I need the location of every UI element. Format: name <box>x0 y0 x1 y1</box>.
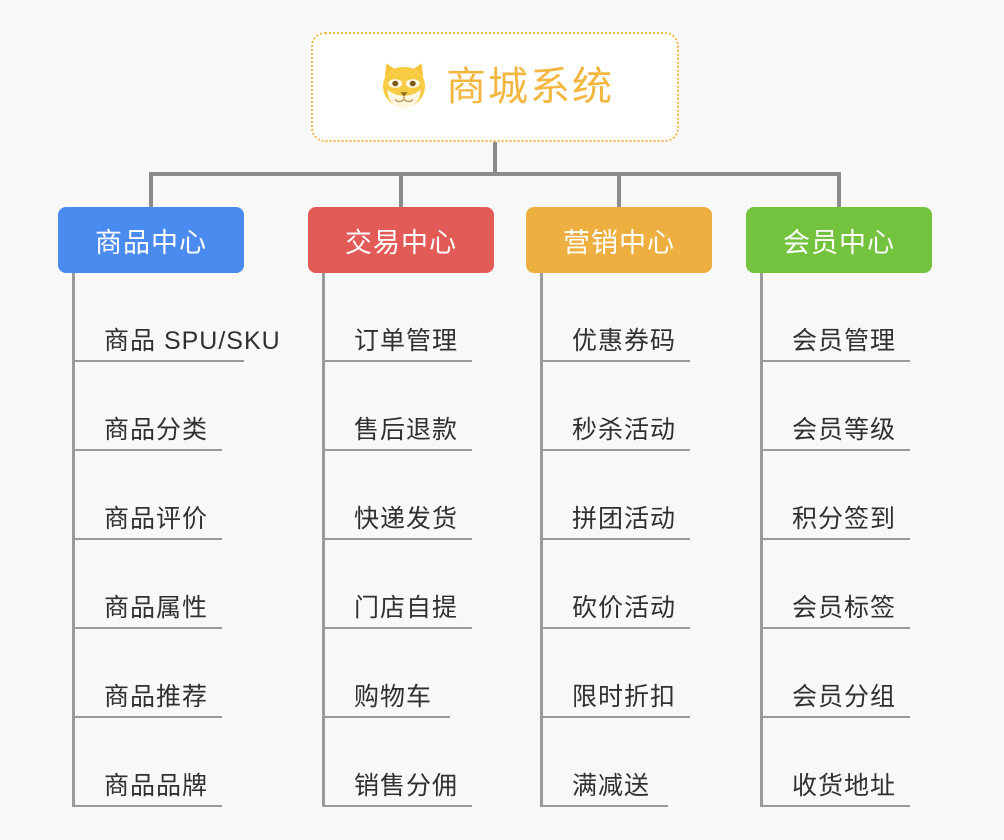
leaf-label: 收货地址 <box>792 772 897 801</box>
leaf-item[interactable]: 商品属性 <box>58 540 281 629</box>
leaf-underline <box>72 627 222 629</box>
leaf-item[interactable]: 砍价活动 <box>526 540 690 629</box>
leaf-label: 购物车 <box>354 683 433 712</box>
leaf-item[interactable]: 收货地址 <box>746 718 910 807</box>
leaf-item[interactable]: 优惠券码 <box>526 273 690 362</box>
leaf-item[interactable]: 会员等级 <box>746 362 910 451</box>
leaf-label: 售后退款 <box>354 416 459 445</box>
leaf-underline <box>760 805 910 807</box>
root-node[interactable]: 商城系统 <box>311 32 679 142</box>
leaf-item[interactable]: 积分签到 <box>746 451 910 540</box>
leaf-label: 快递发货 <box>354 505 459 534</box>
leaf-list-1: 商品 SPU/SKU 商品分类 商品评价 商品属性 商品推荐 商品品牌 <box>58 273 281 807</box>
root-title: 商城系统 <box>446 65 614 109</box>
leaf-label: 积分签到 <box>792 505 897 534</box>
leaf-item[interactable]: 销售分佣 <box>308 718 472 807</box>
connector-drop-2 <box>399 172 403 209</box>
category-header-3-label: 营销中心 <box>563 227 675 258</box>
leaf-label: 秒杀活动 <box>572 416 677 445</box>
leaf-underline <box>322 449 472 451</box>
shiba-dog-face-icon <box>376 59 432 115</box>
leaf-item[interactable]: 会员管理 <box>746 273 910 362</box>
leaf-underline <box>72 538 222 540</box>
leaf-underline <box>760 449 910 451</box>
leaf-underline <box>322 805 472 807</box>
leaf-underline <box>72 716 222 718</box>
connector-drop-1 <box>149 172 153 209</box>
leaf-underline <box>540 716 690 718</box>
leaf-underline <box>760 627 910 629</box>
category-header-2-label: 交易中心 <box>345 227 457 258</box>
leaf-label: 商品属性 <box>104 594 209 623</box>
connector-drop-4 <box>837 172 841 209</box>
connector-drop-3 <box>617 172 621 209</box>
leaf-label: 优惠券码 <box>572 327 677 356</box>
connector-root-stem <box>493 142 497 174</box>
leaf-label: 满减送 <box>572 772 651 801</box>
leaf-item[interactable]: 商品评价 <box>58 451 281 540</box>
category-header-2[interactable]: 交易中心 <box>308 207 494 273</box>
leaf-label: 商品评价 <box>104 505 209 534</box>
leaf-item[interactable]: 满减送 <box>526 718 676 807</box>
leaf-item[interactable]: 快递发货 <box>308 451 472 540</box>
leaf-underline <box>322 360 472 362</box>
branch-trunk-1 <box>72 273 75 807</box>
leaf-label: 会员标签 <box>792 594 897 623</box>
category-header-1-label: 商品中心 <box>95 227 207 258</box>
leaf-underline <box>322 716 450 718</box>
leaf-label: 门店自提 <box>354 594 459 623</box>
leaf-item[interactable]: 会员分组 <box>746 629 910 718</box>
leaf-list-4: 会员管理 会员等级 积分签到 会员标签 会员分组 收货地址 <box>746 273 910 807</box>
leaf-underline <box>540 538 690 540</box>
leaf-item[interactable]: 售后退款 <box>308 362 472 451</box>
leaf-item[interactable]: 秒杀活动 <box>526 362 690 451</box>
leaf-underline <box>540 449 690 451</box>
leaf-label: 砍价活动 <box>572 594 677 623</box>
branch-trunk-4 <box>760 273 763 807</box>
leaf-underline <box>72 449 222 451</box>
leaf-label: 会员分组 <box>792 683 897 712</box>
branch-trunk-2 <box>322 273 325 807</box>
leaf-underline <box>760 538 910 540</box>
leaf-item[interactable]: 商品 SPU/SKU <box>58 273 281 362</box>
leaf-underline <box>760 716 910 718</box>
leaf-item[interactable]: 购物车 <box>308 629 458 718</box>
leaf-label: 销售分佣 <box>354 772 459 801</box>
leaf-label: 商品品牌 <box>104 772 209 801</box>
leaf-list-2: 订单管理 售后退款 快递发货 门店自提 购物车 销售分佣 <box>308 273 472 807</box>
leaf-item[interactable]: 门店自提 <box>308 540 472 629</box>
leaf-item[interactable]: 商品品牌 <box>58 718 281 807</box>
leaf-list-3: 优惠券码 秒杀活动 拼团活动 砍价活动 限时折扣 满减送 <box>526 273 690 807</box>
leaf-label: 会员管理 <box>792 327 897 356</box>
category-header-4[interactable]: 会员中心 <box>746 207 932 273</box>
leaf-item[interactable]: 拼团活动 <box>526 451 690 540</box>
leaf-underline <box>540 627 690 629</box>
leaf-label: 限时折扣 <box>572 683 677 712</box>
leaf-underline <box>540 805 668 807</box>
leaf-item[interactable]: 商品分类 <box>58 362 281 451</box>
leaf-underline <box>540 360 690 362</box>
connector-bus <box>149 172 841 176</box>
leaf-label: 会员等级 <box>792 416 897 445</box>
leaf-label: 拼团活动 <box>572 505 677 534</box>
leaf-underline <box>322 538 472 540</box>
leaf-label: 商品推荐 <box>104 683 209 712</box>
leaf-underline <box>72 360 244 362</box>
category-header-4-label: 会员中心 <box>783 227 895 258</box>
leaf-item[interactable]: 限时折扣 <box>526 629 690 718</box>
leaf-underline <box>322 627 472 629</box>
leaf-label: 商品分类 <box>104 416 209 445</box>
leaf-underline <box>72 805 222 807</box>
leaf-item[interactable]: 订单管理 <box>308 273 472 362</box>
category-header-3[interactable]: 营销中心 <box>526 207 712 273</box>
leaf-label: 商品 SPU/SKU <box>104 327 281 356</box>
leaf-underline <box>760 360 910 362</box>
leaf-item[interactable]: 商品推荐 <box>58 629 281 718</box>
category-header-1[interactable]: 商品中心 <box>58 207 244 273</box>
leaf-label: 订单管理 <box>354 327 459 356</box>
branch-trunk-3 <box>540 273 543 807</box>
leaf-item[interactable]: 会员标签 <box>746 540 910 629</box>
